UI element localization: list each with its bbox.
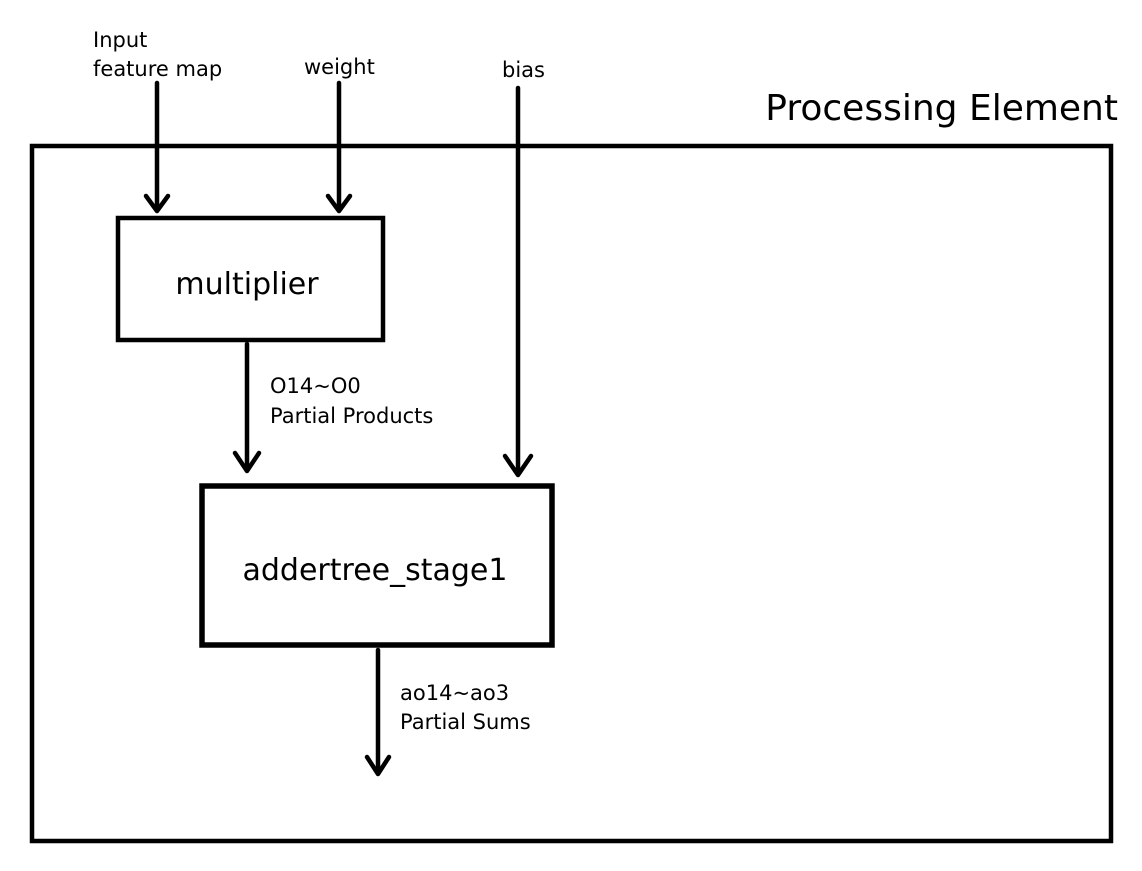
partial-sums-signal-label: ao14~ao3 (400, 681, 509, 705)
weight-input-label: weight (304, 55, 375, 79)
multiplier-label: multiplier (175, 267, 319, 302)
partial-products-signal-label: O14~O0 (270, 374, 361, 398)
partial-products-label: Partial Products (270, 404, 433, 428)
partial-products-arrow (232, 341, 262, 474)
addertree-stage1-block (199, 483, 555, 648)
bias-arrow (502, 85, 534, 478)
input-feature-map-label-line2: feature map (93, 57, 222, 81)
partial-sums-label: Partial Sums (400, 710, 531, 734)
input-feature-map-label-line1: Input (93, 28, 147, 52)
feature-map-arrow (143, 80, 171, 214)
diagram-title: Processing Element (765, 88, 1118, 129)
addertree-stage1-label: addertree_stage1 (243, 553, 508, 588)
weight-arrow (325, 80, 353, 214)
multiplier-block (115, 215, 386, 343)
partial-sums-arrow (364, 647, 392, 777)
bias-input-label: bias (502, 58, 545, 82)
